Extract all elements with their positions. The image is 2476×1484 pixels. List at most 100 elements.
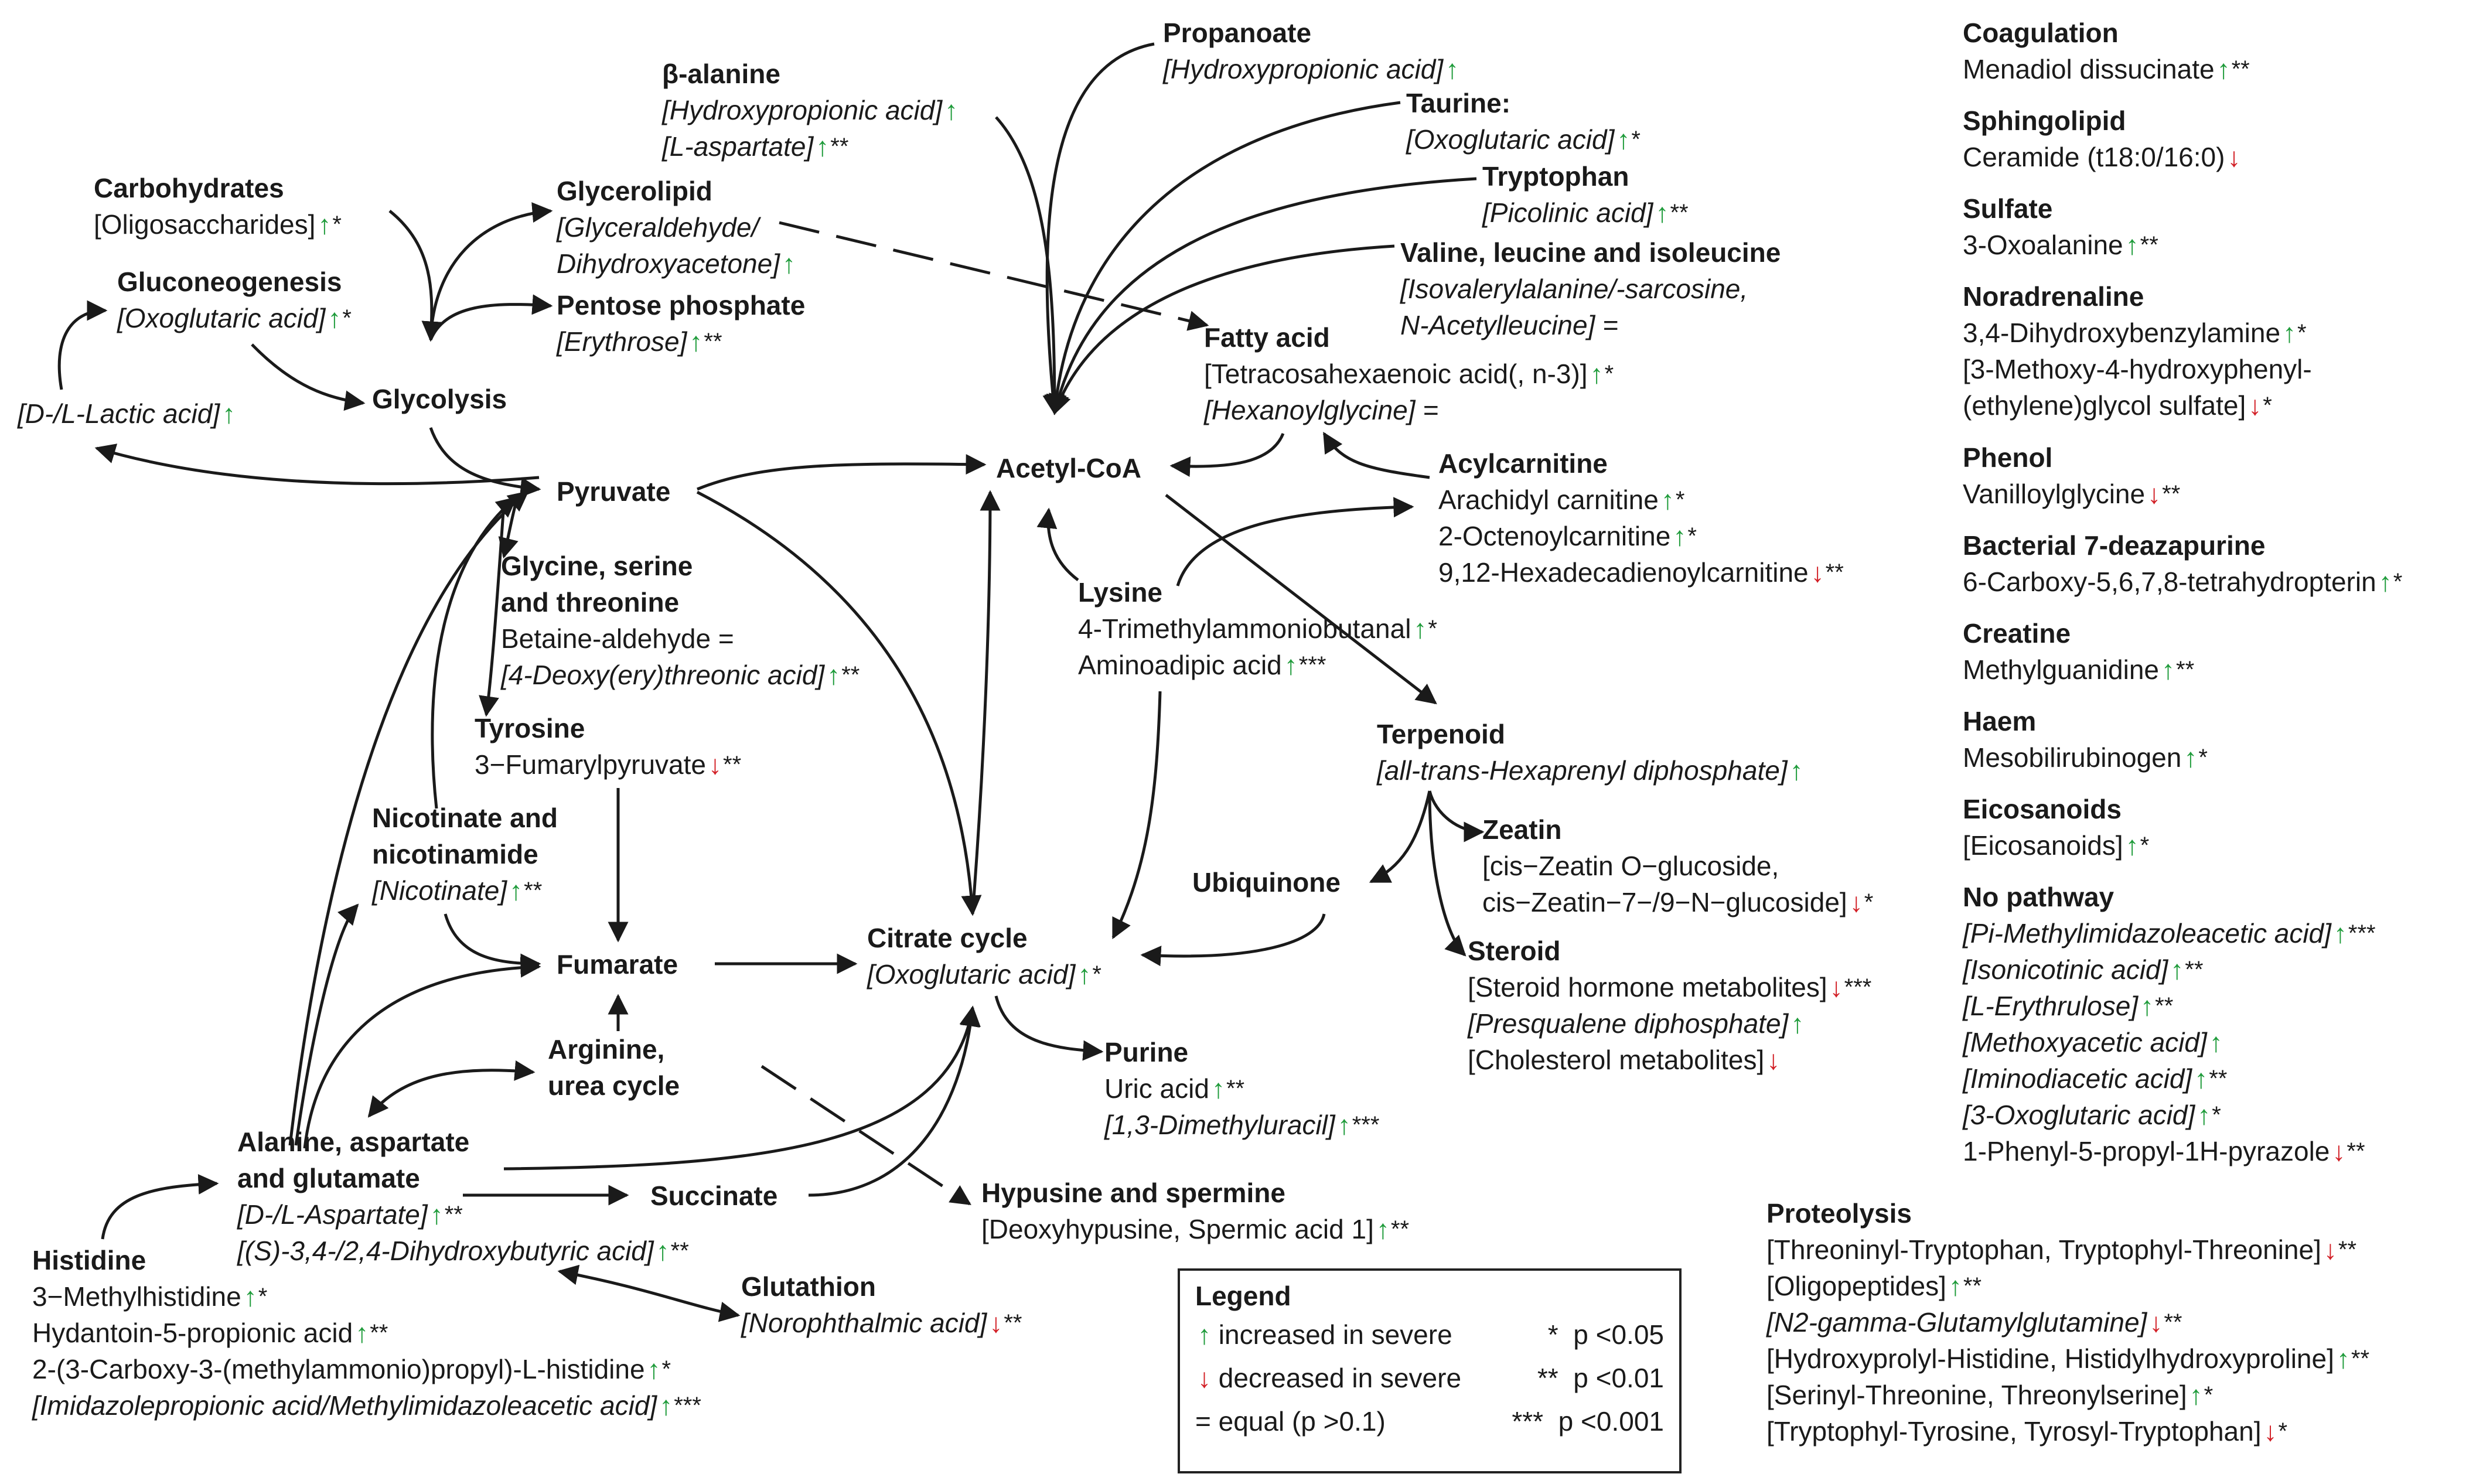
node-title: Gluconeogenesis <box>117 267 342 297</box>
node-hypusine: Hypusine and spermine[Deoxyhypusine, Spe… <box>981 1175 1409 1247</box>
significance-mark: ** <box>444 1202 463 1227</box>
arrow-up-icon: ↑ <box>243 1281 257 1312</box>
metabolite-text: [Methoxyacetic acid] <box>1963 1027 2207 1057</box>
metabolite-line: [Glyceraldehyde/ <box>557 209 796 245</box>
metabolite-line: [1,3-Dimethyluracil]↑*** <box>1104 1107 1379 1143</box>
arrow-up-icon: ↑ <box>2197 1100 2211 1130</box>
significance-mark: ** <box>841 662 860 688</box>
node-glycolysis: Glycolysis <box>372 381 507 417</box>
metabolite-text: Vanilloylglycine <box>1963 479 2146 509</box>
edge-terpenoid-steroid <box>1428 790 1466 957</box>
metabolite-text: [L-Erythrulose] <box>1963 991 2139 1021</box>
edge-glycolysis-glycerolipid <box>429 202 553 340</box>
arrow-up-icon: ↑ <box>328 303 342 333</box>
edge-citrate-purine <box>994 995 1104 1061</box>
metabolite-line: [Norophthalmic acid]↓** <box>741 1305 1022 1341</box>
metabolite-text: Betaine-aldehyde = <box>501 623 734 654</box>
node-ubiquinone: Ubiquinone <box>1192 864 1341 900</box>
significance-mark: *** <box>1352 1112 1380 1138</box>
legend-row-decreased: ↓ decreased in severe ** p <0.01 <box>1195 1356 1664 1400</box>
metabolite-text: [N2-gamma-Glutamylglutamine] <box>1766 1307 2147 1338</box>
node-title: Acetyl-CoA <box>996 453 1141 483</box>
significance-mark: * <box>1428 616 1437 642</box>
node-title: Proteolysis <box>1766 1198 1912 1229</box>
metabolite-text: [Glyceraldehyde/ <box>557 212 759 243</box>
arrow-up-icon: ↑ <box>1337 1110 1351 1140</box>
arrow-down-icon: ↓ <box>2149 1307 2163 1338</box>
edge-nicotinate-pyruvate <box>431 496 517 809</box>
metabolite-text: [Picolinic acid] <box>1482 197 1653 228</box>
metabolite-text: 3−Fumarylpyruvate <box>475 749 706 780</box>
significance-mark: ** <box>1004 1310 1022 1336</box>
metabolite-text: [Iminodiacetic acid] <box>1963 1063 2192 1094</box>
node-title: Coagulation <box>1963 18 2119 48</box>
metabolite-text: [Tetracosahexaenoic acid(, n-3)] <box>1204 359 1588 389</box>
arrow-up-icon: ↑ <box>1948 1271 1962 1301</box>
arrow-up-icon: ↑ <box>509 875 523 906</box>
metabolite-text: 2-Octenoylcarnitine <box>1438 521 1671 551</box>
significance-mark: ** <box>2351 1346 2370 1372</box>
node-title: Zeatin <box>1482 814 1562 845</box>
edge-nicotinate-fumarate <box>444 913 541 974</box>
metabolite-text: [Hydroxyprolyl-Histidine, Histidylhydrox… <box>1766 1343 2334 1374</box>
metabolite-line: Ceramide (t18:0/16:0)↓ <box>1963 139 2240 175</box>
edge-arginine-hypusine <box>760 1065 971 1206</box>
arrow-up-icon: ↑ <box>816 131 830 162</box>
significance-mark: * <box>2140 833 2150 858</box>
arrow-up-icon: ↑ <box>1660 485 1674 515</box>
node-title: Ubiquinone <box>1192 867 1341 898</box>
edge-glycolysis-pyruvate <box>429 427 541 498</box>
node-title: Eicosanoids <box>1963 794 2122 824</box>
arrow-up-icon: ↑ <box>222 398 236 429</box>
significance-mark: ** <box>723 752 742 777</box>
metabolite-text: [Serinyl-Threonine, Threonylserine] <box>1766 1380 2187 1410</box>
node-title: Tryptophan <box>1482 161 1629 192</box>
metabolite-line: Hydantoin-5-propionic acid↑** <box>32 1315 701 1351</box>
arrow-up-icon: ↑ <box>944 95 959 125</box>
metabolite-line: [Deoxyhypusine, Spermic acid 1]↑** <box>981 1211 1409 1247</box>
metabolite-line: 6-Carboxy-5,6,7,8-tetrahydropterin↑* <box>1963 564 2402 600</box>
edge-propanoate-acetylcoa <box>1042 42 1155 415</box>
metabolite-text: Methylguanidine <box>1963 654 2160 685</box>
metabolite-text: [Nicotinate] <box>372 875 507 906</box>
metabolite-text: [cis−Zeatin O−glucoside, <box>1482 851 1779 881</box>
arrow-down-icon: ↓ <box>2227 142 2241 172</box>
arrow-up-icon: ↑ <box>1673 521 1687 551</box>
node-acetylcoa: Acetyl-CoA <box>996 450 1141 486</box>
significance-mark: ** <box>2185 957 2204 982</box>
metabolite-line: [Isonicotinic acid]↑** <box>1963 951 2376 988</box>
arrow-down-icon: ↓ <box>2323 1234 2337 1265</box>
significance-mark: ** <box>2347 1138 2365 1164</box>
metabolite-text: Arachidyl carnitine <box>1438 485 1659 515</box>
metabolite-line: [3-Methoxy-4-hydroxyphenyl- <box>1963 351 2312 387</box>
metabolite-text: [D-/L-Lactic acid] <box>18 398 220 429</box>
metabolite-text: [Oxoglutaric acid] <box>117 303 326 333</box>
edge-fattyacid-acetylcoa <box>1169 433 1285 477</box>
metabolite-text: Uric acid <box>1104 1073 1209 1104</box>
significance-mark: ** <box>2176 657 2195 683</box>
metabolite-line: [Oxoglutaric acid]↑* <box>1406 121 1641 158</box>
significance-mark: * <box>258 1284 268 1309</box>
metabolite-text: 4-Trimethylammoniobutanal <box>1078 613 1411 644</box>
metabolite-line: Arachidyl carnitine↑* <box>1438 482 1844 518</box>
node-fumarate: Fumarate <box>557 946 678 982</box>
metabolite-text: [3-Methoxy-4-hydroxyphenyl- <box>1963 354 2312 384</box>
node-title: Fatty acid <box>1204 322 1330 353</box>
node-title: Hypusine and spermine <box>981 1178 1285 1208</box>
node-title: Histidine <box>32 1245 146 1275</box>
edge-alanine-glutathion <box>557 1264 741 1322</box>
arrow-down-icon: ↓ <box>1849 887 1863 917</box>
node-title: Creatine <box>1963 618 2071 649</box>
arrow-down-icon: ↓ <box>2248 390 2262 421</box>
node-title: Pentose phosphate <box>557 290 806 320</box>
edge-terpenoid-zeatin <box>1428 790 1485 842</box>
edge-pyruvate-lactic <box>94 444 540 486</box>
node-title: Acylcarnitine <box>1438 448 1608 479</box>
